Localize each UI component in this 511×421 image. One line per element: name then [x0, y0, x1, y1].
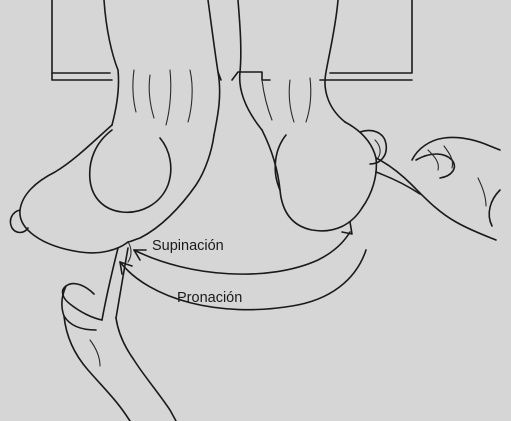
supination-label: Supinación: [152, 238, 224, 254]
left-leg: [104, 0, 220, 135]
left-hand: [62, 248, 176, 421]
right-leg: [238, 0, 345, 130]
right-foot: [262, 122, 386, 231]
pronation-label: Pronación: [177, 290, 242, 306]
right-hand: [376, 137, 500, 240]
table-edge: [52, 0, 412, 80]
